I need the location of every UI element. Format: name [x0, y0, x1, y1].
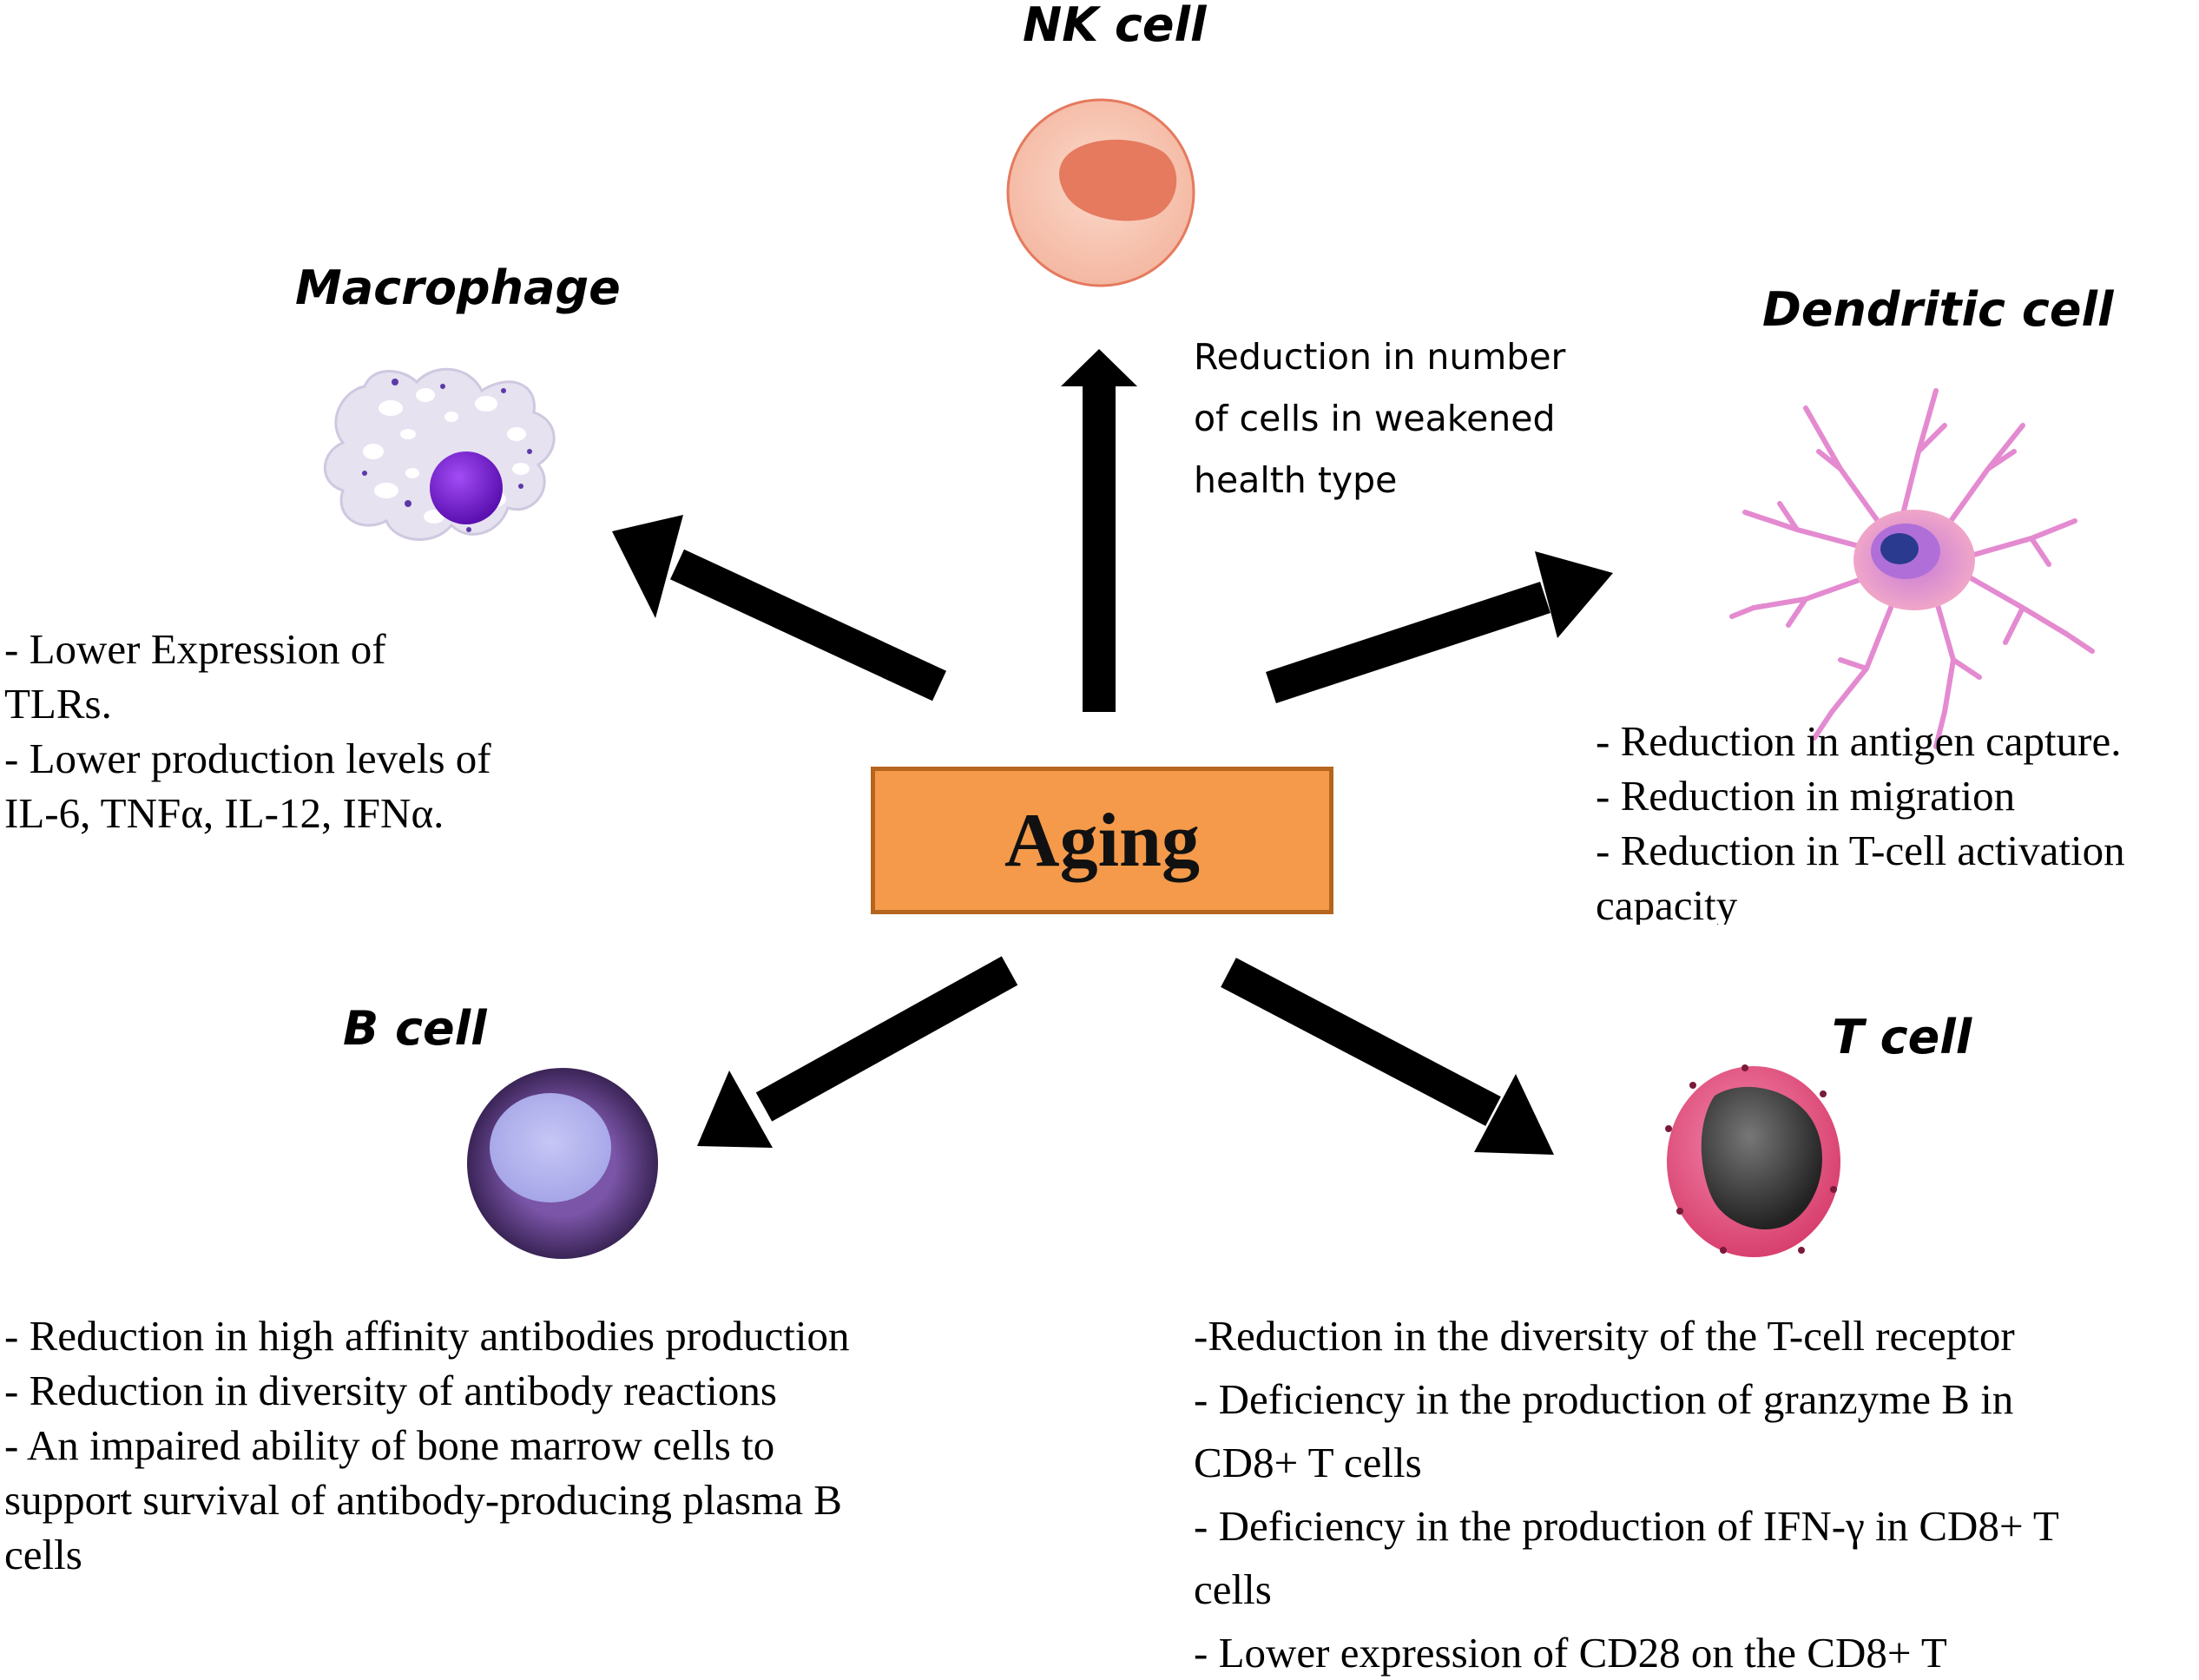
arrow-to-b-cell: [697, 956, 1018, 1148]
t-cell-line: - Deficiency in the production of granzy…: [1194, 1375, 2014, 1423]
b-cell-line: - Reduction in diversity of antibody rea…: [4, 1367, 777, 1414]
dendritic-cell-description: - Reduction in antigen capture. - Reduct…: [1596, 714, 2125, 925]
b-cell-line: support survival of antibody-producing p…: [4, 1476, 842, 1524]
arrow-to-macrophage: [612, 515, 946, 702]
nk-cell-line: health type: [1194, 459, 1398, 501]
arrow-to-dendritic-cell: [1266, 551, 1613, 704]
macrophage-line: - Lower production levels of: [4, 735, 491, 782]
t-cell-line: -Reduction in the diversity of the T-cel…: [1194, 1312, 2015, 1360]
t-cell-line: cells: [1194, 1565, 1272, 1613]
macrophage-description: - Lower Expression of TLRs. - Lower prod…: [4, 622, 491, 840]
macrophage-line: IL-6, TNFα, IL-12, IFNα.: [4, 789, 444, 837]
arrow-to-nk-cell: [1061, 349, 1137, 712]
macrophage-line: TLRs.: [4, 680, 112, 728]
b-cell-image: [467, 1068, 658, 1259]
macrophage-title: Macrophage: [295, 260, 621, 315]
nk-cell-description: Reduction in number of cells in weakened…: [1194, 326, 1565, 511]
dendritic-cell-title: Dendritic cell: [1762, 282, 2114, 337]
t-cell-description: -Reduction in the diversity of the T-cel…: [1194, 1304, 2059, 1680]
nk-cell-title: NK cell: [1023, 0, 1207, 52]
t-cell-line: - Lower expression of CD28 on the CD8+ T: [1194, 1629, 1947, 1677]
b-cell-description: - Reduction in high affinity antibodies …: [4, 1308, 850, 1582]
aging-label: Aging: [1004, 798, 1200, 883]
dendritic-cell-body: [1853, 510, 1975, 610]
macrophage-line: - Lower Expression of: [4, 625, 386, 673]
nk-cell-line: Reduction in number: [1194, 336, 1566, 378]
dendritic-cell-line: - Reduction in antigen capture.: [1596, 717, 2122, 765]
b-cell-line: - Reduction in high affinity antibodies …: [4, 1312, 850, 1360]
dendritic-cell-line: - Reduction in T-cell activation: [1596, 827, 2125, 874]
t-cell-image: [1665, 1064, 1840, 1257]
t-cell-title: T cell: [1832, 1010, 1972, 1064]
b-cell-line: - An impaired ability of bone marrow cel…: [4, 1421, 775, 1469]
nk-cell-image: [1006, 98, 1195, 287]
t-cell-line: - Deficiency in the production of IFN-γ …: [1194, 1502, 2059, 1550]
dendritic-cell-line: capacity: [1596, 881, 1738, 925]
b-cell-title: B cell: [343, 1001, 487, 1056]
macrophage-image: [323, 367, 556, 541]
b-cell-line: cells: [4, 1531, 82, 1578]
t-cell-line: CD8+ T cells: [1194, 1439, 1422, 1486]
dendritic-cell-image: [1729, 388, 2095, 749]
arrow-to-t-cell: [1221, 958, 1554, 1155]
dendritic-cell-line: - Reduction in migration: [1596, 772, 2016, 820]
aging-box: Aging: [871, 767, 1333, 914]
nk-cell-line: of cells in weakened: [1194, 398, 1556, 439]
